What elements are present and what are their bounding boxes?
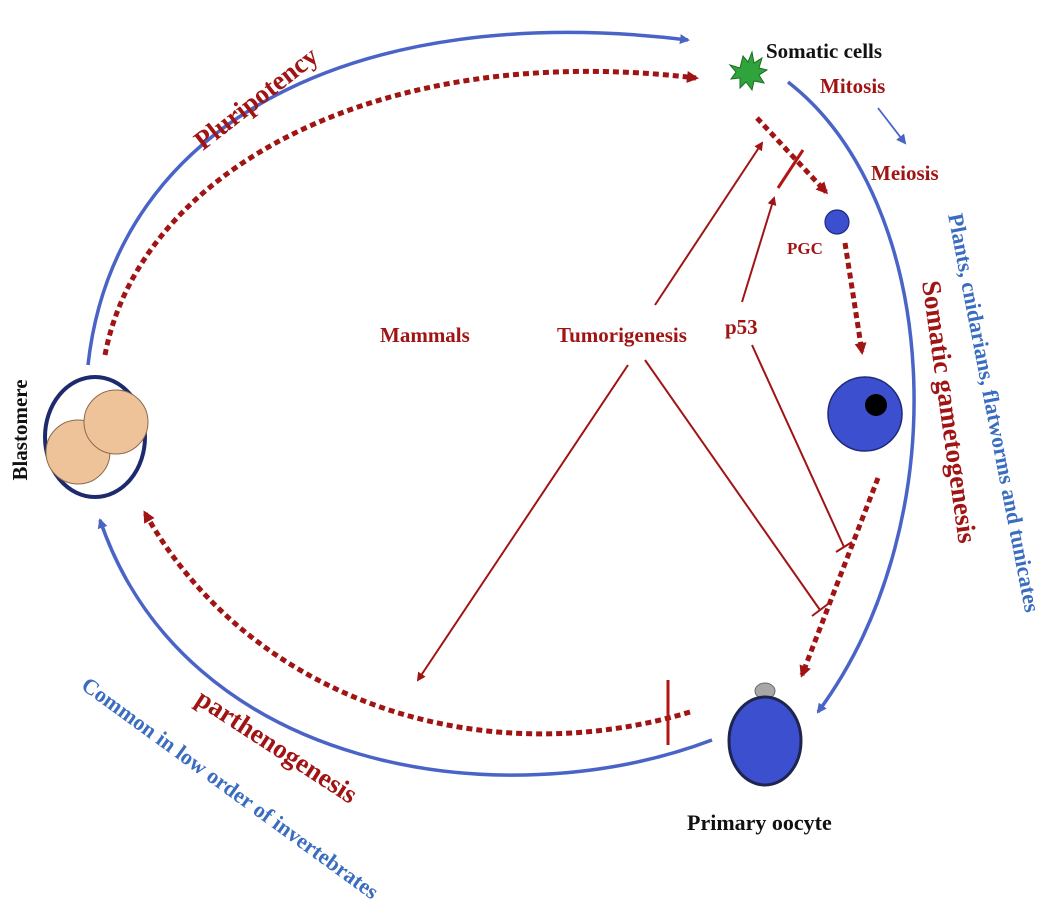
blastomere-embryo xyxy=(43,375,149,499)
tumorigenesis-to-parthenogenesis-arrow xyxy=(416,364,629,682)
mitosis-to-meiosis-arrow xyxy=(877,107,907,145)
oogonium-cell xyxy=(827,376,903,452)
primary-oocyte-cell xyxy=(727,682,803,787)
p53-to-block-arrow xyxy=(741,196,777,303)
somatic-pgc-block-bar xyxy=(776,149,805,189)
somatic-to-pgc-dotted-arrow xyxy=(755,116,829,195)
somatic-cells-label: Somatic cells xyxy=(766,39,882,63)
pgc-cell xyxy=(824,209,850,235)
meiosis-label: Meiosis xyxy=(871,161,939,185)
pluripotency-arc xyxy=(86,30,690,366)
p53-inhibit-bar xyxy=(835,541,853,553)
p53-label: p53 xyxy=(725,315,758,339)
oogonium-to-oocyte-dotted-arrow xyxy=(799,477,881,678)
pluripotency-label: Pluripotency xyxy=(188,40,324,155)
tumorigenesis-to-somatic-arrow xyxy=(654,141,764,306)
parthenogenesis-arc xyxy=(97,518,713,777)
blastomere-label: Blastomere xyxy=(8,379,32,480)
tumorigenesis-inhibit-line xyxy=(644,359,821,611)
primary-oocyte-label: Primary oocyte xyxy=(687,810,832,835)
tumorigenesis-label: Tumorigenesis xyxy=(557,323,687,347)
somatic-gametogenesis-arc xyxy=(786,80,916,714)
mammals-label: Mammals xyxy=(380,323,470,347)
somatic-cell-icon xyxy=(728,50,769,92)
pgc-to-oogonium-dotted-arrow xyxy=(842,242,867,355)
tumorigenesis-inhibit-bar xyxy=(811,603,829,617)
mitosis-label: Mitosis xyxy=(820,74,885,98)
pgc-label: PGC xyxy=(787,239,823,258)
oocyte-to-blastomere-dotted-arrow xyxy=(142,510,691,737)
blastomere-to-somatic-dotted-arrow xyxy=(102,68,699,356)
p53-inhibit-line xyxy=(751,344,845,548)
